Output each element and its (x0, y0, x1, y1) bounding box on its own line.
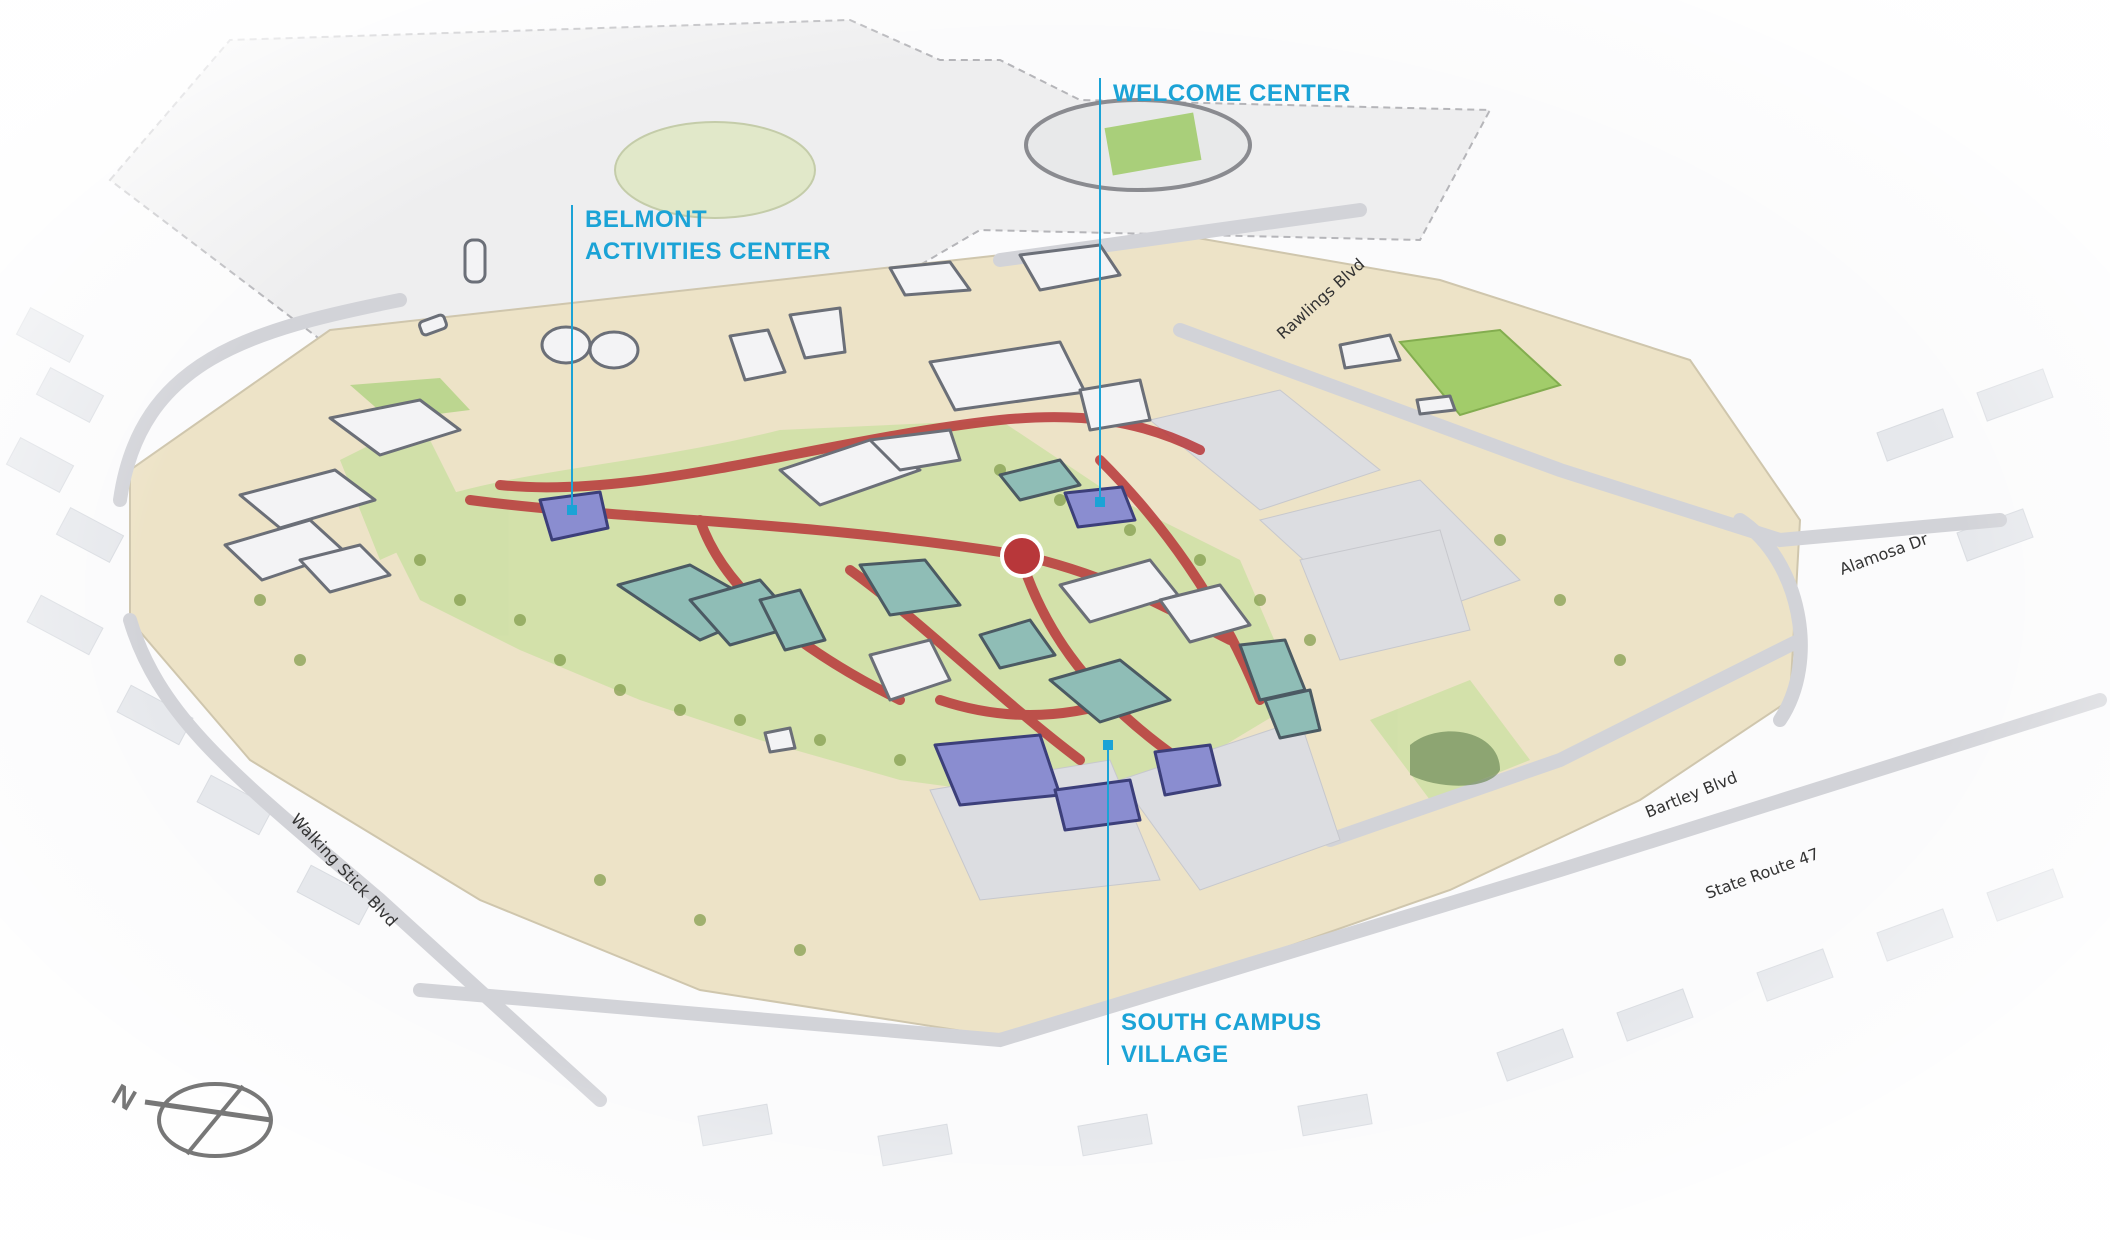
south-label-line2: VILLAGE (1121, 1041, 1229, 1068)
belmont-label-line1: BELMONT (585, 206, 707, 233)
callout-labels: BELMONT ACTIVITIES CENTER WELCOME CENTER… (585, 80, 1351, 1068)
welcome-marker (1095, 497, 1105, 507)
south-label-line1: SOUTH CAMPUS (1121, 1009, 1322, 1036)
belmont-marker (567, 505, 577, 515)
callout-lines (571, 78, 1109, 1065)
welcome-label: WELCOME CENTER (1113, 80, 1351, 107)
callout-markers (567, 497, 1113, 750)
south-marker (1103, 740, 1113, 750)
belmont-label-line2: ACTIVITIES CENTER (585, 238, 831, 265)
